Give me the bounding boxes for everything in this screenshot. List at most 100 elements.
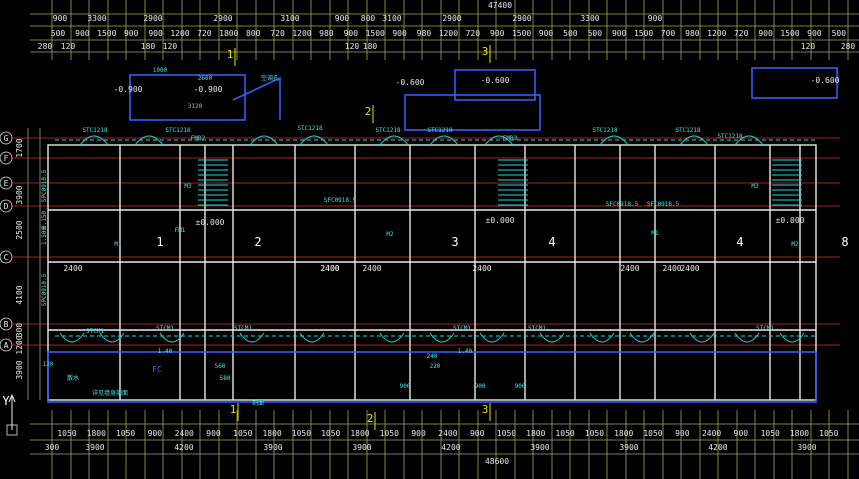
dimension-text: 1050	[380, 429, 399, 438]
dimension-text: 500	[832, 29, 847, 38]
dimension-text: 500	[563, 29, 578, 38]
dimension-text: 2900	[442, 14, 461, 23]
dimension-text: 2400	[175, 429, 194, 438]
dimension-text: 1800	[350, 429, 369, 438]
annotation: 空调孔	[261, 74, 279, 82]
dimension-text: 800	[361, 14, 376, 23]
dimension-text: 1700	[15, 138, 24, 157]
axis-label: B	[4, 320, 9, 329]
unit-number: 4	[736, 235, 743, 249]
window-bay	[734, 135, 764, 146]
balcony	[454, 69, 536, 101]
door-tag: M3	[751, 183, 759, 190]
window-bay	[79, 135, 109, 146]
dimension-text: 1800	[614, 429, 633, 438]
dimension-text: 900	[206, 429, 221, 438]
dimension-text: 1200	[707, 29, 726, 38]
window-bay	[429, 135, 459, 146]
left-tag: SPC0910.5	[41, 273, 48, 306]
room-dimension: 2400	[680, 264, 699, 273]
annotation: 1.40	[458, 348, 473, 355]
elevation-label: ±0.000	[486, 216, 515, 225]
dimension-text: 3900	[263, 443, 282, 452]
window-tag: STC1218	[375, 127, 401, 134]
dimension-text: 900	[807, 29, 822, 38]
dimension-text: 1500	[780, 29, 799, 38]
dimension-text: 720	[734, 29, 749, 38]
axis-label: E	[4, 179, 9, 188]
dimension-text: 280	[38, 42, 53, 51]
unit-number: 2	[254, 235, 261, 249]
dimension-text: 1050	[292, 429, 311, 438]
dimension-text: 300	[45, 443, 60, 452]
room-dimension: 2400	[320, 264, 339, 273]
window-tag: SFC0918.5	[324, 197, 357, 204]
dimension-text: 980	[417, 29, 432, 38]
window-bay	[379, 135, 409, 146]
window-tag: STC1218	[427, 127, 453, 134]
dimension-text: 120	[61, 42, 76, 51]
dimension-text: 900	[75, 29, 90, 38]
window-bay	[679, 135, 709, 146]
dimension-text: 900	[490, 29, 505, 38]
dimension-text: 720	[466, 29, 481, 38]
dimension-text: 4200	[441, 443, 460, 452]
dimension-text: 1050	[585, 429, 604, 438]
section-mark: 1	[230, 403, 237, 416]
dimension-text: 900	[124, 29, 139, 38]
dimension-text: 1500	[512, 29, 531, 38]
axis-label: C	[4, 253, 9, 262]
dimension-text: 1500	[97, 29, 116, 38]
section-mark: 3	[482, 45, 489, 58]
door-tag: M2	[386, 231, 394, 238]
window-bay	[484, 135, 514, 146]
dimension-text: 980	[685, 29, 700, 38]
dimension-text: 900	[53, 14, 68, 23]
dimension-text: 900	[612, 29, 627, 38]
dimension-text: 500	[51, 29, 66, 38]
dimension-text: 1800	[526, 429, 545, 438]
dimension-text: 900	[648, 14, 663, 23]
window-bay	[599, 135, 629, 146]
room-dimension: 2400	[320, 264, 339, 273]
dimension-text: 120	[163, 42, 178, 51]
window-tag: STCM1	[528, 325, 546, 332]
plan-label: FC	[152, 365, 162, 374]
dimension-text: 2900	[512, 14, 531, 23]
room-dimension: 2400	[362, 264, 381, 273]
dimension-text: 900	[148, 29, 163, 38]
window-bay	[734, 332, 760, 343]
door-tag: M1	[114, 241, 122, 248]
dimension-text: 4100	[15, 285, 24, 304]
dimension-text: 3900	[797, 443, 816, 452]
elevation-label: -0.900	[114, 85, 143, 94]
left-tag: 1.500	[41, 227, 48, 245]
dimension-text: 3300	[87, 14, 106, 23]
dimension-text: 120	[345, 42, 360, 51]
unit-number: 8	[841, 235, 848, 249]
dimension-text: 900	[411, 429, 426, 438]
dimension-text: 2400	[702, 429, 721, 438]
dimension-text: 3900	[619, 443, 638, 452]
dimension-text: 1050	[643, 429, 662, 438]
annotation: 240	[427, 353, 438, 360]
dimension-text: 1050	[233, 429, 252, 438]
axis-label: F	[4, 154, 9, 163]
section-mark: 3	[482, 403, 489, 416]
dimension-text: 4200	[174, 443, 193, 452]
door-tag: FM1	[175, 227, 186, 234]
window-tag: STC1218	[165, 127, 191, 134]
window-bay	[134, 135, 164, 146]
elevation-label: ±0.000	[776, 216, 805, 225]
annotation: 900	[400, 383, 411, 390]
window-tag: STC1218	[592, 127, 618, 134]
dimension-text: 900	[148, 429, 163, 438]
elevation-label: ±0.000	[196, 218, 225, 227]
elevation-label: -0.600	[481, 76, 510, 85]
dimension-text: 1050	[555, 429, 574, 438]
left-tag: SPC0910.5	[41, 169, 48, 202]
window-tag: STC1218	[717, 133, 743, 140]
dimension-text: 1800	[87, 429, 106, 438]
